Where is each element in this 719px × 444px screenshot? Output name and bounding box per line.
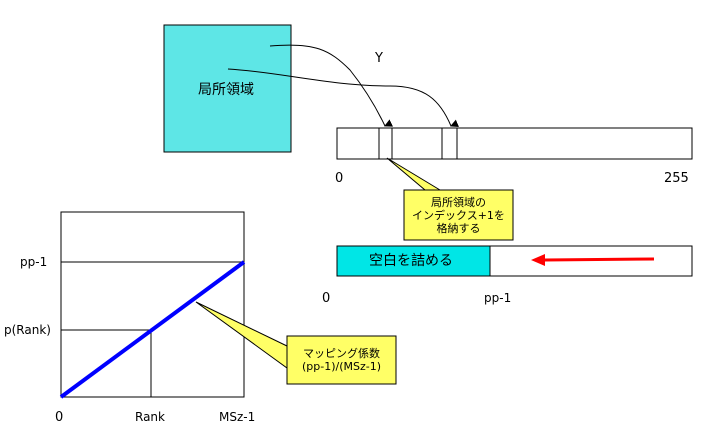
mapping-graph-frame	[60, 211, 245, 398]
bottom-bar-start-label: 0	[322, 291, 331, 306]
mapping-arrow-2	[227, 68, 460, 127]
mapping-arrow-1	[269, 44, 394, 127]
local-region-label: 局所領域	[198, 82, 254, 98]
x-tick-origin: 0	[55, 410, 64, 425]
mapping-line	[59, 260, 246, 399]
y-label: Y	[375, 51, 383, 66]
packed-filled-label: 空白を詰める	[369, 253, 453, 269]
top-bar-start-label: 0	[335, 171, 344, 186]
y-tick-pp: pp-1	[20, 255, 48, 269]
index-slot-1	[378, 127, 393, 160]
top-bar-end-label: 255	[664, 171, 689, 186]
index-array-bar	[336, 127, 693, 160]
compact-arrow-head	[531, 254, 545, 266]
index-callout-text: 局所領域の インデックス+1を 格納する	[412, 196, 505, 235]
local-region-box	[163, 24, 292, 153]
bottom-bar-mid-label: pp-1	[484, 291, 512, 305]
x-tick-msz: MSz-1	[219, 410, 256, 424]
mapping-callout-bubble	[195, 301, 397, 385]
compact-arrow	[544, 257, 655, 262]
index-slot-2	[441, 127, 458, 160]
index-callout-bubble	[386, 157, 514, 241]
packed-filled-segment	[336, 245, 491, 277]
mapping-callout-text: マッピング係数 (pp-1)/(MSz-1)	[301, 347, 382, 373]
y-tick-prank: p(Rank)	[4, 323, 51, 337]
x-tick-rank: Rank	[135, 410, 165, 424]
